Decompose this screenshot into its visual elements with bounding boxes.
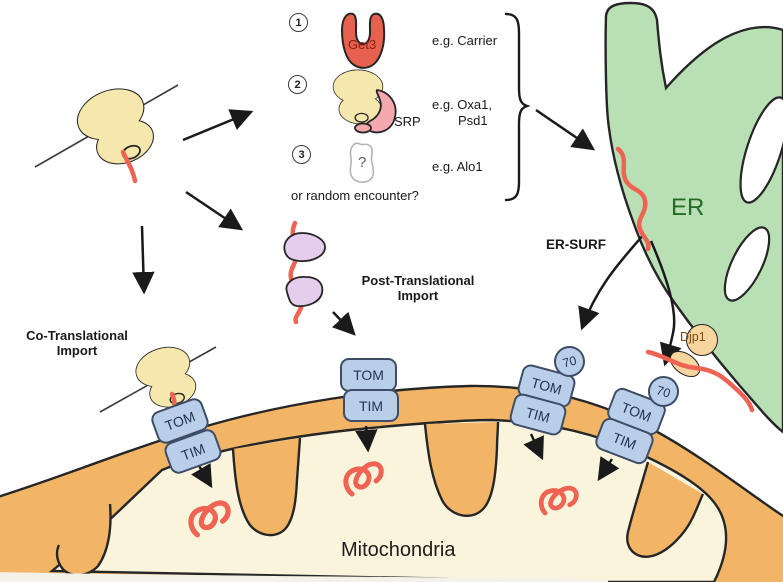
get3-label: Get3 [348,37,377,52]
co-translational-line1: Co-Translational [26,328,128,343]
arrow-er-to-tom70-left [578,233,645,331]
srp-label: SRP [394,114,421,129]
unknown-factor-label: ? [358,154,367,171]
figure-bottom-strip [0,572,608,582]
post-translational-line2: Import [397,288,439,303]
ribosome-srp [332,69,384,125]
pathway-3-badge: 3 [292,145,311,164]
pathways-bracket [504,12,531,202]
arrow-er-to-tom70-right [649,240,682,367]
co-translational-import-label: Co-Translational Import [8,328,146,358]
pathway-1-badge: 1 [289,13,308,32]
mitochondria-label: Mitochondria [341,539,456,561]
unknown-factor-blob [349,142,375,183]
er-surf-nascent-chain [615,146,651,252]
arrow-tim4-to-matrix [597,456,620,482]
arrow-bracket-to-er [535,108,596,151]
get3-protein [340,12,386,69]
post-translational-import-label: Post-Translational Import [350,273,486,303]
arrows [132,108,682,489]
crista-finger [626,461,705,558]
crista-finger [423,421,500,518]
post-translational-line1: Post-Translational [361,273,475,288]
er-shape [604,1,783,434]
srp-protein-lobe [354,122,372,134]
example-psd1-label: Psd1 [458,113,488,128]
crista-finger [231,437,302,537]
arrow-tim3-to-matrix [523,433,544,461]
arrow-ribosome-to-post-translational [185,190,244,231]
pathway-2-badge: 2 [288,75,307,94]
arrow-ribosome-to-co-translational [132,225,155,295]
chaperone-blob [285,276,324,307]
chaperone-blob [283,232,326,262]
tim-complex-2: TIM [343,389,399,422]
arrow-tim2-to-matrix [355,425,378,453]
arrow-chaperones-to-tom [332,311,356,336]
er-label: ER [671,194,705,221]
example-oxa1-label: e.g. Oxa1, [432,97,492,112]
random-encounter-label: or random encounter? [291,188,419,203]
co-translational-line2: Import [56,343,98,358]
djp1-substrate-chain [645,349,755,413]
arrow-ribosome-to-pathways [182,109,254,142]
example-alo1-label: e.g. Alo1 [432,159,483,174]
tom-complex-2: TOM [340,358,397,392]
example-carrier-label: e.g. Carrier [432,33,498,48]
nascent-chain [120,149,138,184]
djp1-label: Djp1 [680,330,706,344]
mitochondria-shape [0,384,783,582]
er-surf-label: ER-SURF [546,237,606,252]
arrow-tim1-to-matrix [191,463,213,489]
ribosome-cytosolic [69,79,163,176]
